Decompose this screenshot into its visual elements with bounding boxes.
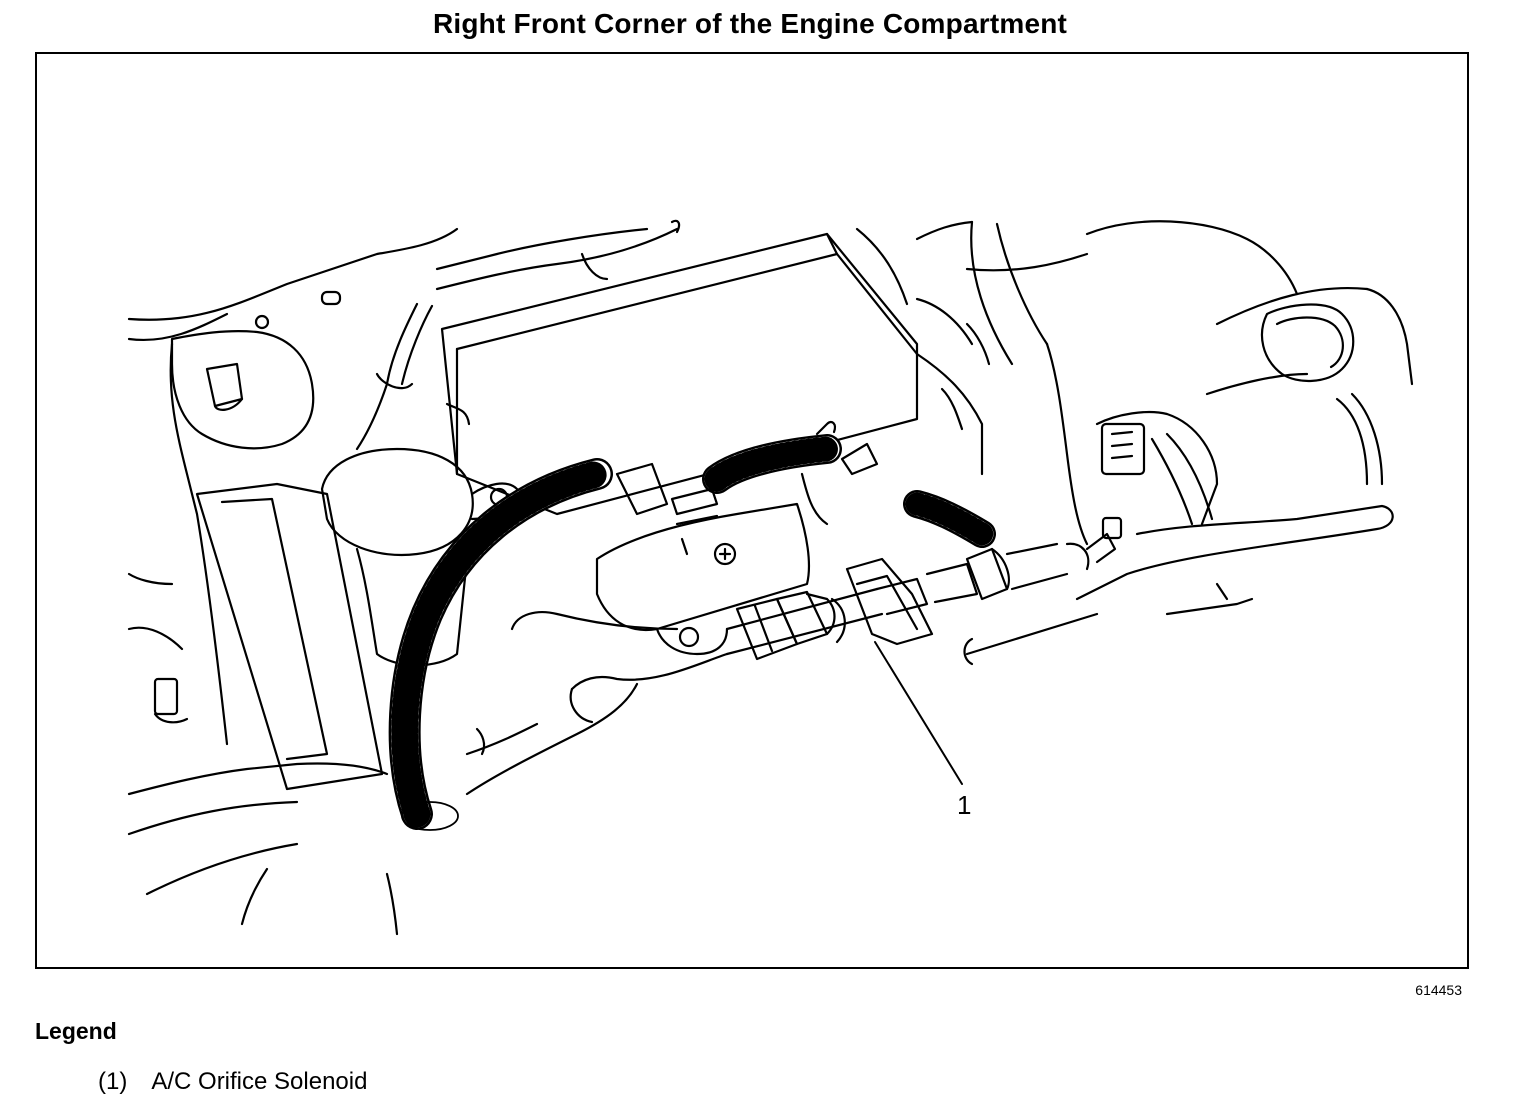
refrigerant-line: [725, 516, 1123, 661]
callout-1-label: 1: [957, 790, 972, 820]
corrugated-harness-top: [702, 434, 842, 494]
callout-1-leader: [874, 641, 963, 785]
figure-id: 614453: [1415, 982, 1462, 998]
upper-right-body: [915, 220, 1299, 546]
harness-clips: [615, 420, 879, 556]
diagram-title: Right Front Corner of the Engine Compart…: [432, 8, 1068, 39]
solenoid-body: [595, 502, 811, 656]
corrugated-harness-right: [903, 490, 996, 548]
left-fender-outline: [127, 227, 459, 936]
right-side-components: [963, 286, 1414, 666]
legend-item: (1) A/C Orifice Solenoid: [98, 1068, 367, 1096]
legend-item-number: (1): [98, 1068, 128, 1095]
upper-wire-harness: [355, 219, 681, 451]
engine-compartment-illustration: [127, 219, 1414, 936]
corrugated-harness-left: [388, 458, 613, 831]
legend-item-label: A/C Orifice Solenoid: [151, 1068, 368, 1095]
lower-hose: [465, 611, 729, 796]
left-module-box: [127, 482, 384, 791]
control-module-box: [440, 227, 984, 516]
strut-mount: [170, 290, 342, 450]
legend-heading: Legend: [35, 1018, 117, 1044]
diagram-frame: 1: [35, 52, 1469, 969]
legend-list: (1) A/C Orifice Solenoid: [98, 1068, 367, 1096]
orifice-solenoid: [845, 557, 934, 646]
